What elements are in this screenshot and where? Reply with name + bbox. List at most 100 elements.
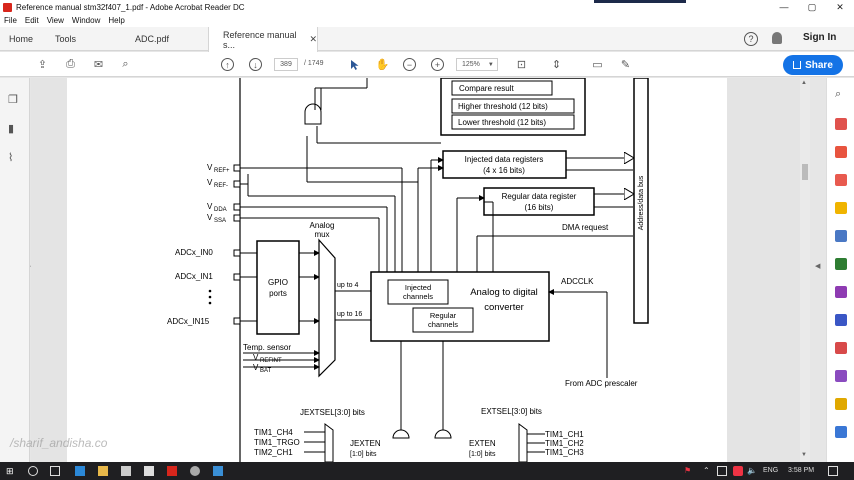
window-controls: — ▢ ✕	[770, 0, 854, 14]
svg-text:V: V	[207, 163, 213, 172]
page-total: / 1749	[304, 60, 324, 67]
menu-file[interactable]: File	[4, 16, 17, 25]
collapse-right-pane-icon[interactable]: ◀	[815, 263, 821, 270]
lower-threshold-label: Lower threshold (12 bits)	[458, 118, 546, 127]
zoom-select[interactable]: 125%▼	[456, 58, 498, 71]
clock[interactable]: 3:58 PM	[788, 467, 815, 474]
tab-reference-manual-label: Reference manual s...	[223, 29, 297, 50]
export-pdf-icon[interactable]	[835, 146, 847, 158]
compare-result-label: Compare result	[459, 84, 514, 93]
tim2-ch1-label: TIM2_CH1	[254, 448, 293, 457]
zoom-in-icon[interactable]: +	[431, 58, 444, 71]
adc-in1-label: ADCx_IN1	[175, 272, 213, 281]
volume-icon[interactable]: 🔈	[747, 466, 757, 475]
chevron-down-icon: ▼	[487, 61, 494, 68]
zoom-out-icon[interactable]: −	[403, 58, 416, 71]
bookmarks-icon[interactable]: ▮	[8, 123, 15, 135]
close-window-button[interactable]: ✕	[836, 1, 844, 12]
search-icon[interactable]: ⌕	[122, 58, 129, 70]
menu-view[interactable]: View	[46, 16, 64, 25]
attachments-icon[interactable]: ⌇	[8, 152, 14, 164]
comment-icon[interactable]: ▭	[592, 59, 603, 71]
title-bar: Reference manual stm32f407_1.pdf - Adobe…	[0, 0, 854, 14]
share-button[interactable]: Share	[783, 55, 843, 75]
injected-channels-label: Injected	[405, 283, 431, 292]
more-tools-icon[interactable]	[835, 398, 847, 410]
tray-people-icon[interactable]: ⚑	[684, 466, 692, 475]
svg-text:V: V	[207, 202, 213, 211]
battery-icon[interactable]	[717, 466, 727, 476]
send-for-signature-icon[interactable]	[835, 370, 847, 382]
create-pdf-icon[interactable]	[835, 118, 847, 130]
acrobat-taskbar-icon[interactable]	[167, 466, 177, 476]
document-view[interactable]: Compare result Higher threshold (12 bits…	[31, 78, 800, 462]
app-taskbar-icon[interactable]	[213, 466, 223, 476]
adcclk-label: ADCCLK	[561, 277, 594, 286]
scroll-up-icon[interactable]: ▲	[801, 80, 807, 86]
svg-text:DDA: DDA	[214, 207, 227, 213]
svg-text:channels: channels	[428, 320, 458, 329]
maximize-button[interactable]: ▢	[807, 1, 817, 12]
gpio-label-2: ports	[269, 289, 287, 298]
scrollbar-thumb[interactable]	[802, 164, 808, 180]
tab-home[interactable]: Home	[9, 27, 33, 51]
send-for-review-icon[interactable]	[835, 342, 847, 354]
select-cursor-icon[interactable]	[348, 58, 361, 71]
email-icon[interactable]: ✉	[93, 59, 104, 71]
organize-pages-icon[interactable]	[835, 258, 847, 270]
page-number-input[interactable]: 389	[274, 58, 298, 71]
jexten-label: JEXTEN	[350, 439, 381, 448]
share-tool-icon[interactable]	[835, 426, 847, 438]
file-explorer-icon[interactable]	[98, 466, 108, 476]
menu-bar: File Edit View Window Help	[0, 14, 854, 27]
fill-sign-icon[interactable]	[835, 286, 847, 298]
sign-in-link[interactable]: Sign In	[803, 32, 837, 43]
language-indicator[interactable]: ENG	[763, 467, 779, 474]
share-icon	[793, 61, 802, 69]
notification-bell-icon[interactable]	[772, 32, 782, 44]
temp-sensor-label: Temp. sensor	[243, 343, 291, 352]
help-icon[interactable]: ?	[744, 32, 758, 46]
scroll-down-icon[interactable]: ▼	[801, 452, 807, 458]
injected-regs-label: Injected data registers	[465, 155, 544, 164]
next-page-icon[interactable]: ↓	[249, 58, 262, 71]
regular-reg-label: Regular data register	[502, 192, 577, 201]
tab-tools[interactable]: Tools	[55, 27, 76, 51]
combine-files-icon[interactable]	[835, 230, 847, 242]
fit-page-icon[interactable]: ⊡	[516, 59, 527, 71]
menu-edit[interactable]: Edit	[24, 16, 39, 25]
up-to-4-label: up to 4	[337, 282, 359, 289]
svg-text:[1:0] bits: [1:0] bits	[469, 451, 496, 458]
hand-tool-icon[interactable]: ✋	[375, 59, 390, 71]
print-icon[interactable]: ⎙	[66, 58, 75, 70]
store-icon[interactable]	[121, 466, 131, 476]
previous-page-icon[interactable]: ↑	[221, 58, 234, 71]
protect-icon[interactable]	[835, 314, 847, 326]
menu-help[interactable]: Help	[108, 16, 125, 25]
windows-start-icon[interactable]: ⊞	[6, 466, 14, 476]
action-center-icon[interactable]	[828, 466, 838, 476]
task-view-icon[interactable]	[50, 466, 60, 476]
minimize-button[interactable]: —	[779, 2, 789, 12]
close-tab-icon[interactable]: ✕	[309, 34, 317, 44]
tab-reference-manual[interactable]: Reference manual s... ✕	[208, 27, 318, 52]
scroll-mode-icon[interactable]: ⇕	[551, 59, 562, 71]
edge-browser-icon[interactable]	[75, 466, 85, 476]
vertical-scrollbar[interactable]: ▲ ▼	[800, 78, 810, 462]
upload-icon[interactable]: ⇪	[37, 59, 48, 71]
svg-text:REF+: REF+	[214, 168, 230, 174]
edit-pdf-icon[interactable]	[835, 174, 847, 186]
tab-home-label: Home	[9, 34, 34, 44]
chrome-icon[interactable]	[190, 466, 200, 476]
search-icon[interactable]: ⌕	[835, 88, 842, 100]
highlight-pen-icon[interactable]: ✎	[620, 59, 631, 71]
tab-adc-pdf[interactable]: ADC.pdf	[135, 27, 169, 51]
search-icon[interactable]	[28, 466, 38, 476]
tray-chevron-up-icon[interactable]: ⌃	[703, 466, 710, 475]
mail-icon[interactable]	[144, 466, 154, 476]
page-thumbnails-icon[interactable]: ❐	[8, 94, 18, 106]
network-icon[interactable]	[733, 466, 743, 476]
svg-text:V: V	[207, 178, 213, 187]
menu-window[interactable]: Window	[71, 16, 101, 25]
comment-tool-icon[interactable]	[835, 202, 847, 214]
